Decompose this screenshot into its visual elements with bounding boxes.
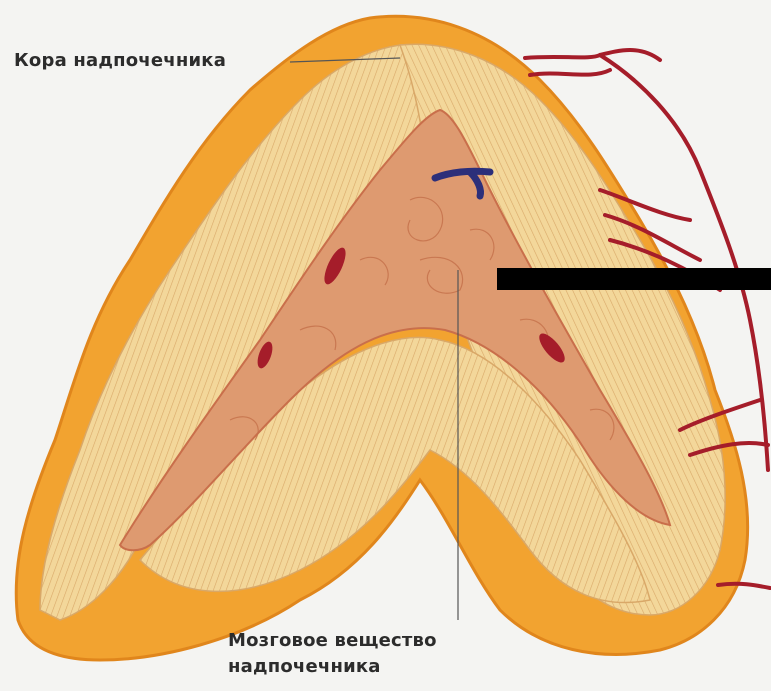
redaction-bar bbox=[497, 268, 771, 290]
cortex-label: Кора надпочечника bbox=[14, 50, 226, 71]
medulla-label: Мозговое вещество надпочечника bbox=[228, 628, 437, 680]
medulla-label-line2: надпочечника bbox=[228, 654, 437, 680]
medulla-label-line1: Мозговое вещество bbox=[228, 628, 437, 654]
